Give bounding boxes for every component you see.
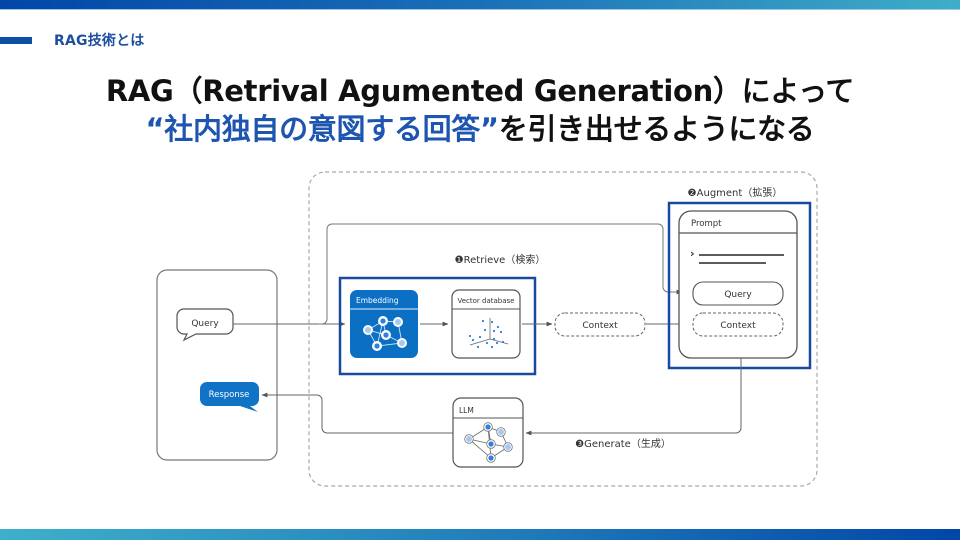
query-bubble: Query [176, 308, 234, 342]
connector-prompt-llm [525, 358, 742, 436]
augment-step-label: ❷Augment（拡張） [688, 186, 783, 199]
prompt-query-text: Query [724, 290, 752, 300]
slide-title-line1: RAG（Retrival Agumented Generation）によって [105, 74, 855, 108]
retrieved-context-text: Context [582, 321, 618, 331]
vector-database-box: Vector database [451, 289, 521, 359]
augment-highlight-box [667, 201, 812, 370]
rag-system-boundary [308, 171, 818, 487]
prompt-card: Prompt › Query Context [678, 210, 798, 359]
vector-database-label: Vector database [458, 297, 515, 305]
embedding-label: Embedding [356, 296, 399, 305]
title-highlight: “社内独自の意図する回答” [145, 112, 500, 146]
prompt-caret-icon: › [690, 247, 695, 260]
llm-box: LLM [452, 397, 524, 468]
top-bar-divider [0, 9, 960, 10]
llm-network-nodes [464, 422, 513, 463]
prompt-label: Prompt [691, 219, 722, 229]
generate-step-label: ❸Generate（生成） [575, 437, 671, 450]
section-marker [0, 37, 32, 44]
prompt-context-slot [692, 312, 784, 337]
prompt-query-slot [692, 281, 784, 306]
title-rest: を引き出せるようになる [498, 112, 815, 146]
slide-title-line2: “社内独自の意図する回答”を引き出せるようになる [0, 106, 960, 148]
connector-llm-response [261, 392, 453, 434]
vector-axes [469, 318, 509, 346]
response-bubble: Response [200, 382, 259, 412]
retrieve-step-label: ❶Retrieve（検索） [455, 253, 546, 266]
top-gradient-bar [0, 0, 960, 9]
llm-label: LLM [459, 406, 474, 415]
embedding-network-nodes [363, 316, 407, 351]
retrieve-highlight-box [338, 276, 537, 376]
prompt-context-text: Context [720, 321, 756, 331]
response-bubble-text: Response [209, 390, 250, 400]
query-bubble-text: Query [191, 319, 219, 329]
section-label: RAG技術とは [54, 33, 145, 49]
connector-query-prompt [318, 223, 683, 325]
embedding-box: Embedding [350, 290, 418, 358]
user-panel [156, 269, 278, 461]
bottom-gradient-bar [0, 529, 960, 540]
retrieved-context: Context [554, 312, 646, 337]
vector-points [468, 319, 505, 349]
